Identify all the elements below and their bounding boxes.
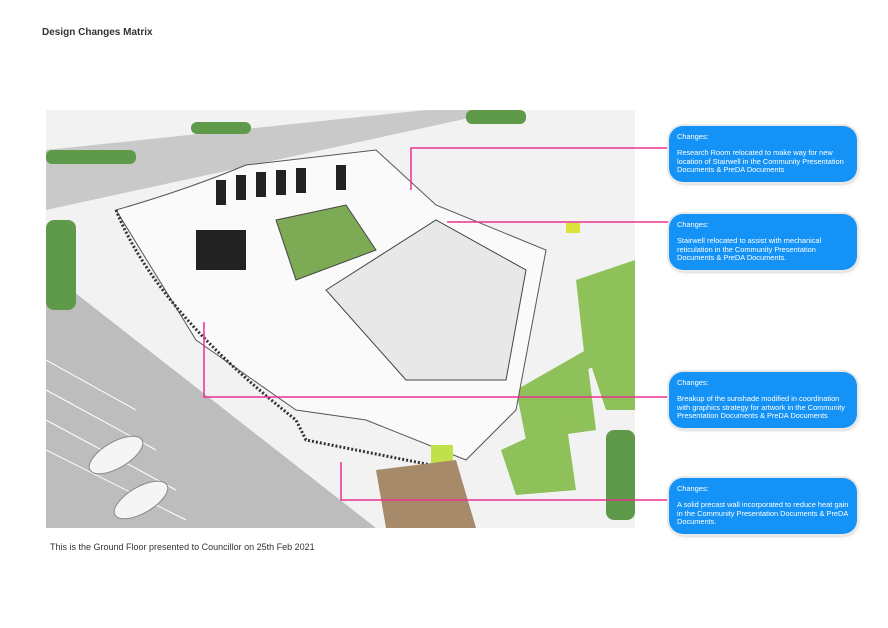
callout-sunshade: Changes: Breakup of the sunshade modifie… xyxy=(669,372,857,428)
callout-heading: Changes: xyxy=(677,378,709,387)
callout-precast-wall: Changes: A solid precast wall incorporat… xyxy=(669,478,857,534)
callout-heading: Changes: xyxy=(677,220,709,229)
callout-text: Research Room relocated to make way for … xyxy=(677,148,844,175)
callout-text: Breakup of the sunshade modified in coor… xyxy=(677,394,845,421)
callout-text: A solid precast wall incorporated to red… xyxy=(677,500,849,527)
callout-text: Stairwell relocated to assist with mecha… xyxy=(677,236,822,263)
callout-research-room: Changes: Research Room relocated to make… xyxy=(669,126,857,182)
callout-stairwell: Changes: Stairwell relocated to assist w… xyxy=(669,214,857,270)
callout-heading: Changes: xyxy=(677,132,709,141)
ground-floor-axonometric-drawing xyxy=(46,110,635,528)
page-title: Design Changes Matrix xyxy=(42,27,153,38)
callout-heading: Changes: xyxy=(677,484,709,493)
drawing-caption: This is the Ground Floor presented to Co… xyxy=(50,542,315,552)
